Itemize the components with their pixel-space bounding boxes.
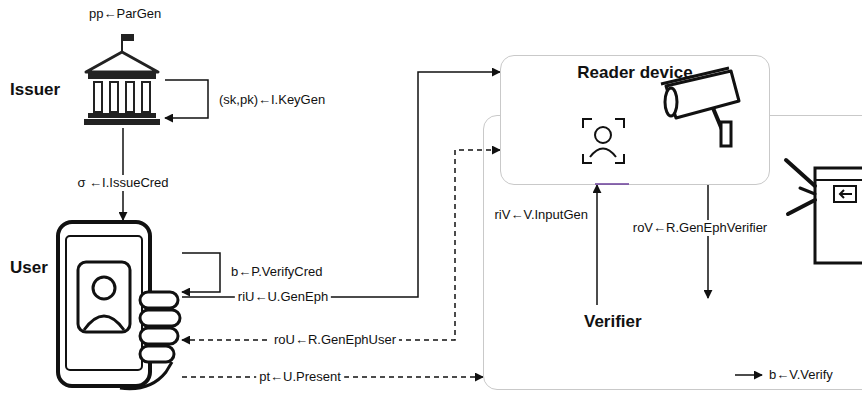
node-title: Verifier [584,312,642,332]
phone-in-hand-icon [140,310,180,326]
user-node: User [8,220,182,392]
flow-arrow [596,185,598,305]
flow-arrow [182,72,500,297]
bank-building-icon [142,82,150,112]
phone-in-hand-icon [140,328,178,344]
turnstile-icon [786,160,862,263]
node-title: Reader device [501,63,769,83]
setup-label: pp←ParGen [86,6,164,22]
camera-icon [721,122,731,146]
node-title: Issuer [10,80,60,100]
face-scan-icon [595,127,611,143]
edge-label: roU←R.GenEphUser [271,332,399,348]
bank-building-icon [126,82,134,112]
edge-label: σ ←I.IssueCred [74,175,171,191]
edge-label: riU←U.GenEph [235,289,331,305]
edge-label: pt←U.Present [256,369,344,385]
bank-building-icon [88,113,156,118]
bank-building-icon [84,119,160,125]
output-arrow [735,374,762,376]
bank-building-icon [84,34,160,125]
phone-in-hand-icon [58,222,150,386]
face-scan-icon [595,183,629,185]
flow-arrow [182,150,500,340]
phone-in-hand-icon [120,362,172,389]
bank-building-icon [94,82,102,112]
phone-in-hand-icon [140,346,174,362]
edge-label: roV←R.GenEphVerifier [630,220,770,236]
face-scan-icon [590,149,616,158]
turnstile-icon [788,200,815,214]
flow-arrow [165,80,208,118]
bank-building-icon [110,82,118,112]
face-scan-icon [583,119,624,163]
edge-label: riV←V.InputGen [492,207,591,223]
edge-label: b←P.VerifyCred [228,264,326,280]
phone-in-hand-icon [78,262,130,332]
flow-arrow [707,185,709,298]
phone-in-hand-icon [66,236,142,370]
turnstile-icon [800,188,815,194]
edge-label: (sk,pk)←I.KeyGen [216,92,328,108]
reader-device-box: Reader device [500,55,770,185]
turnstile-icon [834,186,856,202]
phone-in-hand-icon [93,277,115,299]
face-scan-icon [583,119,629,184]
phone-in-hand-icon [84,316,124,330]
flow-arrow [122,128,124,220]
bank-building-icon [86,52,158,72]
phone-in-hand-icon [58,222,180,389]
node-title: User [10,258,48,278]
flow-arrow [182,253,220,292]
issuer-node: Issuer [8,40,165,128]
turnstile-icon [815,179,862,181]
bank-building-icon [88,72,156,79]
turnstile-icon [815,168,862,263]
bank-building-icon [122,34,134,41]
turnstile-icon [786,160,815,186]
output-label: b←V.Verify [766,367,836,383]
camera-icon [665,88,677,116]
output-arrow [735,375,762,376]
phone-in-hand-icon [140,292,178,308]
turnstile-icon [840,190,852,198]
